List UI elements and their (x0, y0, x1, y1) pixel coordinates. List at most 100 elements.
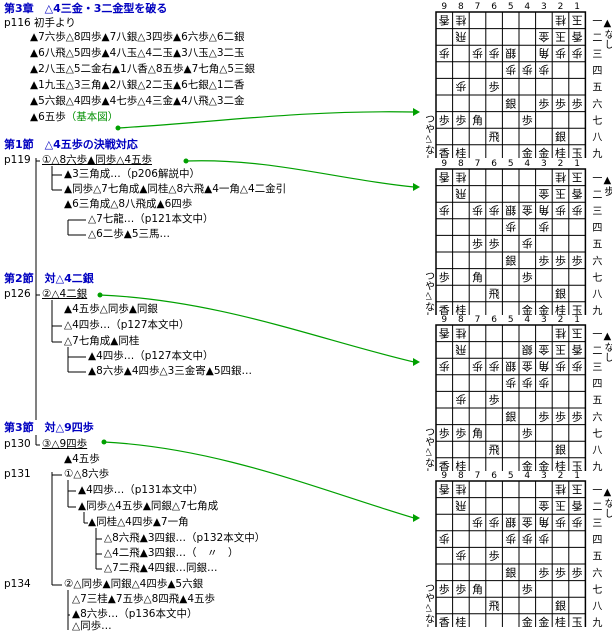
shogi-piece: 桂 (555, 303, 566, 315)
gote-hand: ▲なし (602, 18, 612, 49)
shogi-piece: 角 (472, 271, 483, 284)
shogi-piece: 歩 (472, 47, 483, 61)
shogi-piece: 歩 (555, 409, 566, 423)
rank-label: 二 (592, 190, 602, 201)
shogi-piece: 銀 (522, 343, 533, 357)
shogi-piece: 金 (522, 459, 533, 471)
main-line: ②△4二銀 (42, 288, 88, 300)
shogi-piece: 桂 (455, 303, 466, 315)
shogi-piece: 金 (522, 204, 533, 218)
main-line: ①△8六歩▲同歩△4五歩 (42, 154, 152, 166)
sente-hand: つや△なし (426, 271, 435, 315)
shogi-piece: 香 (572, 343, 583, 356)
shogi-piece: 角 (472, 427, 483, 440)
shogi-piece: 桂 (555, 13, 566, 27)
shogi-piece: 歩 (455, 582, 466, 596)
shogi-piece: 歩 (489, 237, 500, 251)
shogi-piece: 歩 (522, 237, 533, 251)
section1-title: 第1節 △4五歩の決戦対応 (4, 138, 138, 151)
rank-label: 一 (592, 16, 602, 27)
shogi-piece: 香 (572, 187, 583, 200)
shogi-piece: 飛 (489, 600, 500, 613)
shogi-piece: 桂 (555, 482, 566, 496)
rank-label: 一 (592, 173, 602, 184)
shogi-piece: 桂 (555, 326, 566, 340)
rank-label: 六 (592, 411, 602, 423)
variation: △7三桂▲7五歩△8四飛▲4五歩 (72, 593, 216, 605)
file-number: 6 (491, 159, 497, 169)
shogi-piece: 角 (472, 114, 483, 127)
shogi-piece: 銀 (505, 409, 516, 423)
shogi-piece: 歩 (472, 516, 483, 530)
page-number: p130 (4, 438, 31, 450)
file-number: 9 (441, 315, 447, 325)
shogi-piece: 金 (522, 146, 533, 158)
shogi-piece: 歩 (538, 532, 549, 546)
variation: △7二飛▲4四銀…同銀… (104, 562, 218, 574)
shogi-piece: 歩 (505, 220, 516, 234)
shogi-piece: 桂 (455, 170, 466, 184)
shogi-piece: 玉 (572, 304, 583, 315)
shogi-piece: 歩 (555, 204, 566, 218)
shogi-piece: 桂 (455, 459, 466, 471)
shogi-piece: 飛 (455, 499, 466, 512)
variation: ▲3三角成…（p206解説中） (64, 168, 200, 180)
shogi-piece: 銀 (505, 516, 516, 530)
file-number: 7 (475, 159, 481, 169)
shogi-piece: 桂 (455, 482, 466, 496)
shogi-piece: 歩 (572, 565, 583, 579)
shogi-piece: 歩 (489, 516, 500, 530)
file-number: 9 (441, 2, 447, 12)
shogi-piece: 歩 (522, 270, 533, 284)
file-number: 8 (458, 159, 464, 169)
shogi-piece: 金 (522, 615, 533, 627)
rank-label: 七 (592, 115, 602, 127)
file-number: 8 (458, 315, 464, 325)
shogi-piece: 銀 (505, 204, 516, 218)
shogi-piece: 歩 (522, 376, 533, 390)
rank-label: 三 (592, 207, 602, 218)
shogi-piece: 歩 (555, 253, 566, 267)
file-number: 6 (491, 315, 497, 325)
board-grid (435, 168, 587, 315)
rank-label: 二 (592, 33, 602, 44)
rank-label: 八 (592, 133, 602, 144)
page-number: p131 (4, 468, 31, 480)
sente-hand: つや△なし (426, 114, 435, 158)
shogi-piece: 歩 (538, 96, 549, 110)
rank-label: 七 (592, 272, 602, 284)
file-number: 2 (558, 471, 564, 481)
shogi-piece: 玉 (572, 147, 583, 158)
shogi-piece: 玉 (555, 343, 566, 356)
shogi-piece: 金 (538, 30, 549, 44)
shogi-piece: 桂 (555, 170, 566, 184)
rank-label: 三 (592, 50, 602, 61)
rank-label: 九 (592, 305, 602, 315)
sente-hand: つや△なし (426, 583, 435, 627)
variation: ②△同歩▲同銀△4四歩▲5六銀 (64, 578, 204, 590)
rank-label: 一 (592, 485, 602, 496)
file-number: 4 (524, 2, 530, 12)
shogi-piece: 金 (538, 146, 549, 158)
shogi-piece: 飛 (489, 444, 500, 457)
shogi-piece: 香 (439, 13, 450, 26)
file-number: 3 (541, 471, 547, 481)
shogi-piece: 歩 (439, 47, 450, 61)
shogi-piece: 歩 (455, 80, 466, 94)
shogi-piece: 桂 (455, 615, 466, 627)
shogi-piece: 歩 (572, 253, 583, 267)
last-move-line: ▲6五歩（基本図） (30, 111, 118, 124)
shogi-piece: 歩 (538, 63, 549, 77)
shogi-piece: 香 (439, 326, 450, 339)
variation: ▲4四歩…（p131本文中） (78, 484, 204, 496)
shogi-piece: 歩 (555, 96, 566, 110)
file-number: 3 (541, 315, 547, 325)
shogi-piece: 香 (439, 616, 450, 627)
variation: ▲4五歩△同歩▲同銀 (64, 303, 158, 315)
shogi-piece: 香 (439, 304, 450, 315)
shogi-piece: 歩 (572, 204, 583, 218)
rank-label: 七 (592, 584, 602, 596)
main-line: ③△9四歩 (42, 438, 88, 450)
